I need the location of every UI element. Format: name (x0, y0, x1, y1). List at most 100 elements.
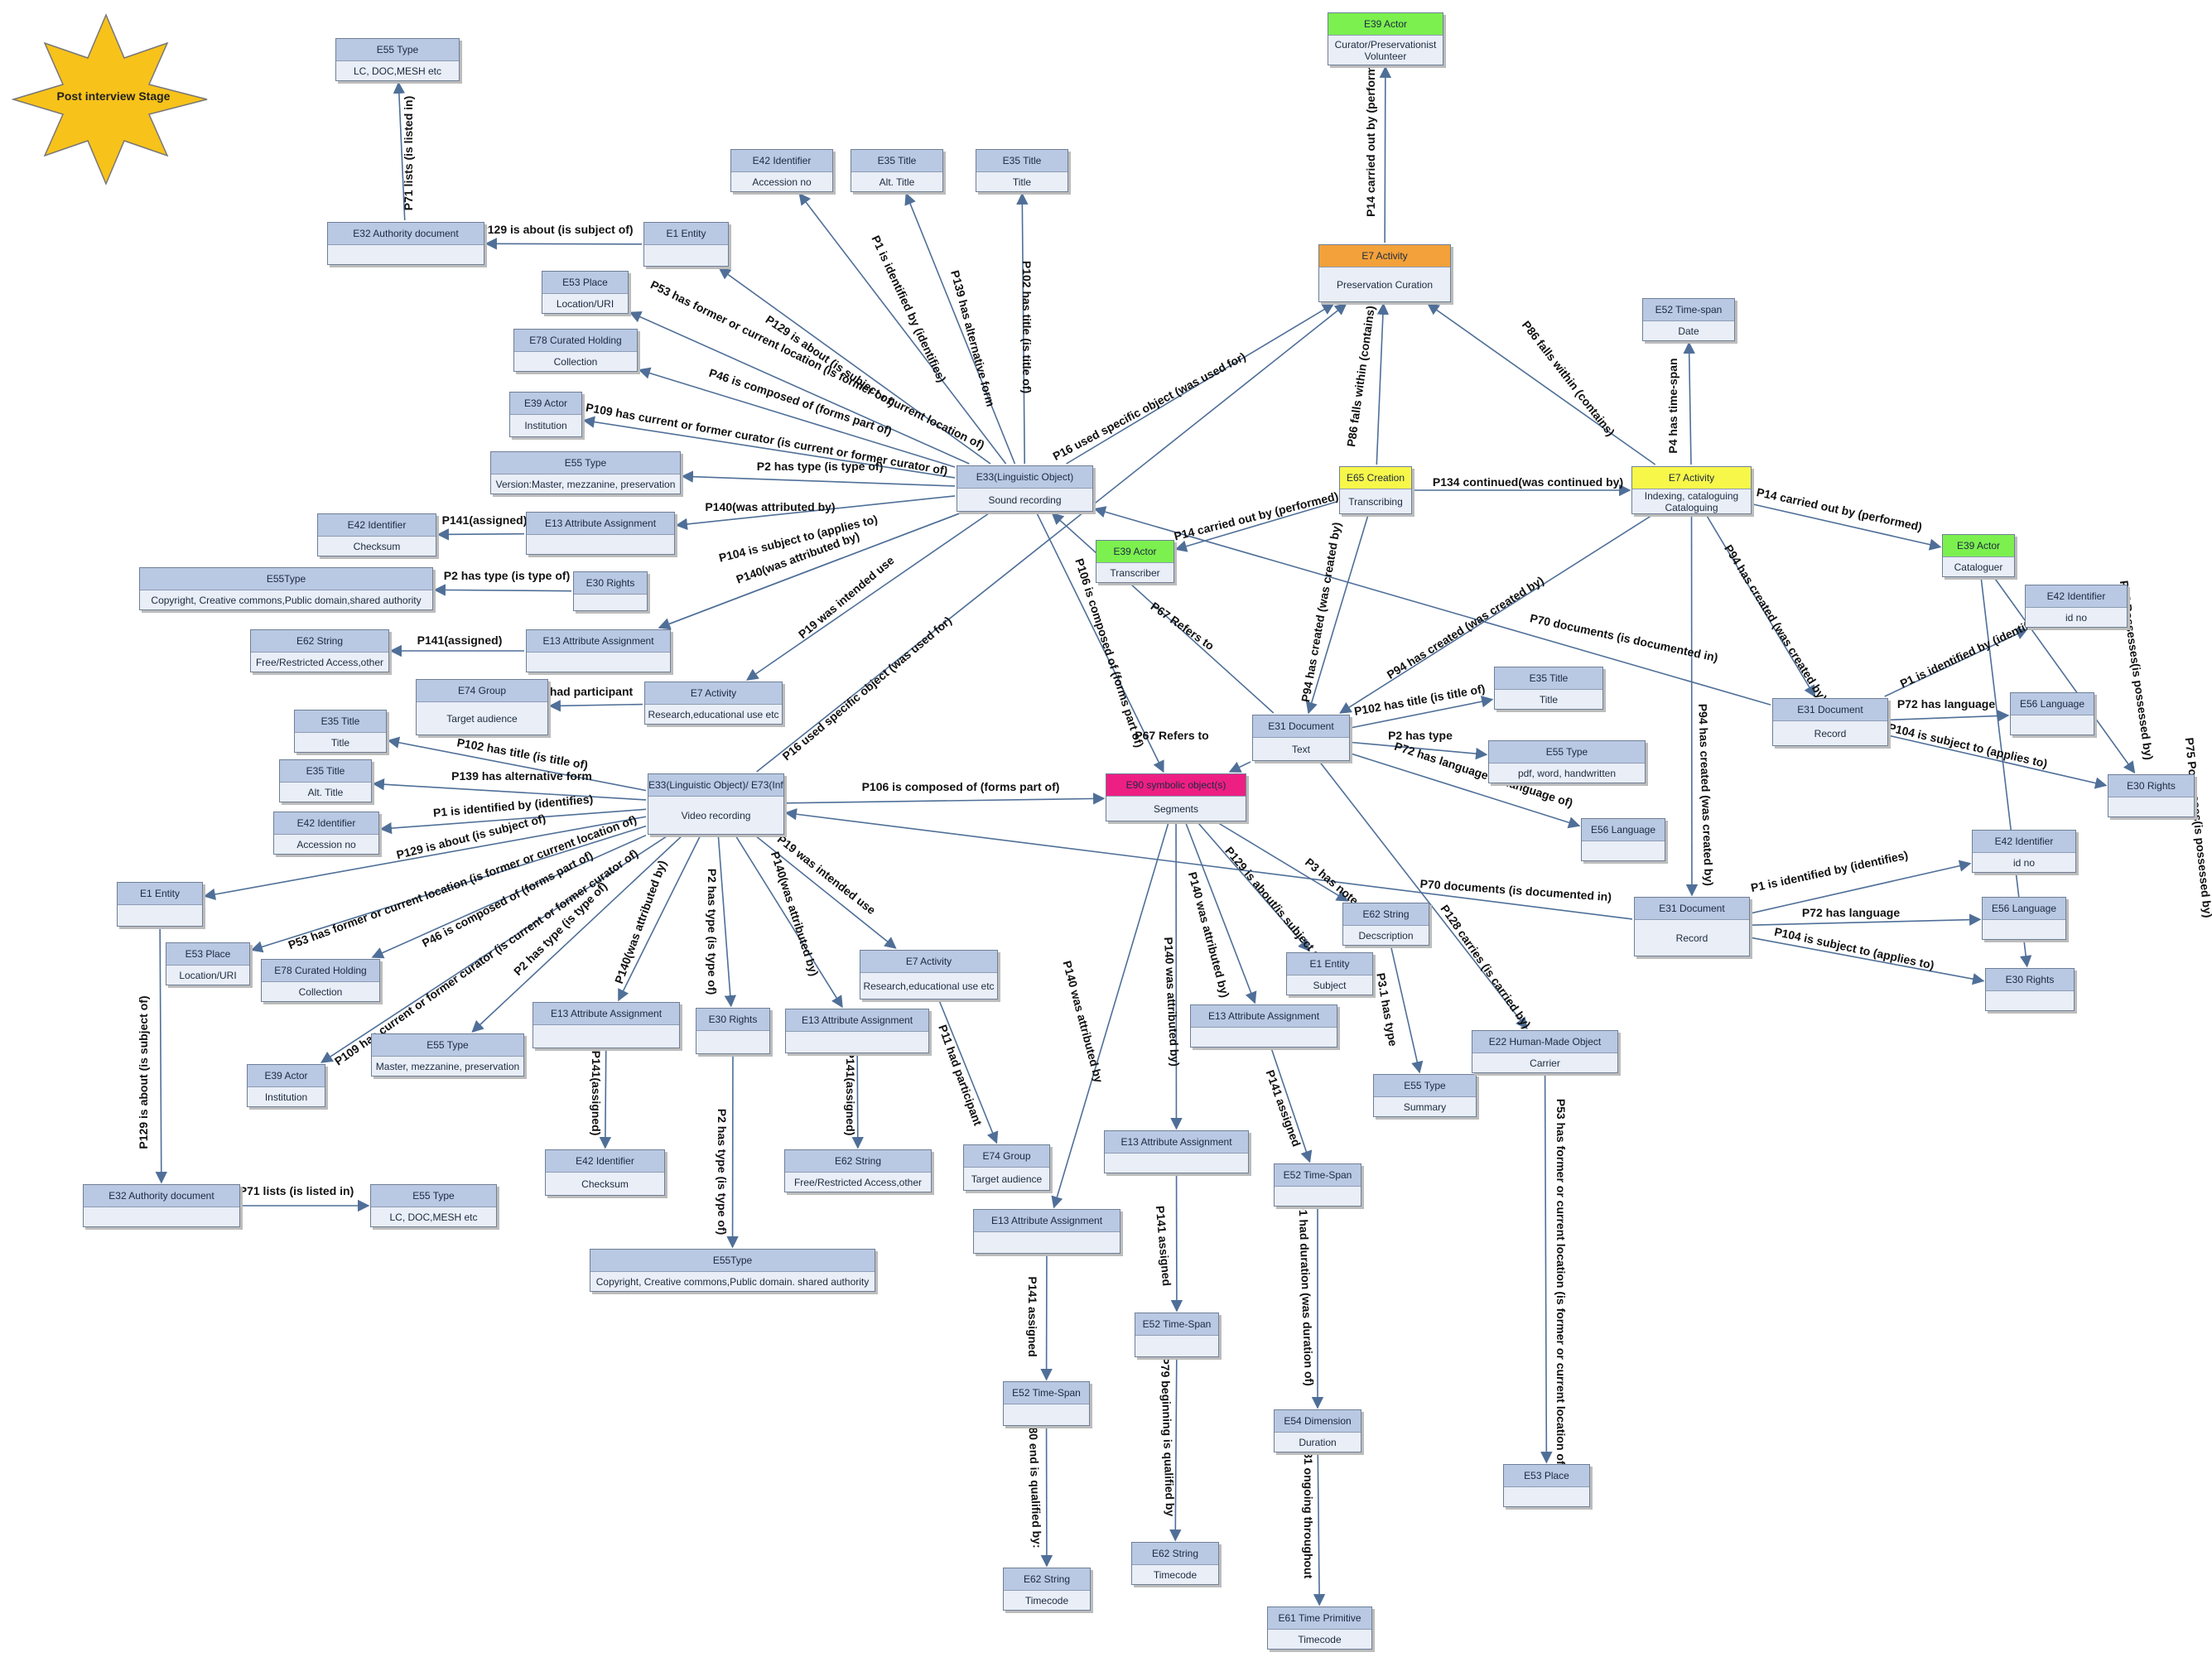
node-vl-e32[interactable]: E32 Authority document (83, 1184, 240, 1227)
edge-label: P2 has type (is type of) (716, 1109, 729, 1235)
node-video[interactable]: E33(Linguistic Object)/ E73(Information … (648, 773, 784, 835)
node-sl-e30[interactable]: E30 Rights (573, 571, 648, 611)
edge-line (638, 367, 956, 468)
edge-line (1319, 762, 1528, 1030)
edge-label: P75 Possesses(is possessed by) (2183, 737, 2212, 918)
node-e90[interactable]: E90 symbolic object(s)Segments (1106, 773, 1246, 821)
node-title: E55 Type (1489, 741, 1645, 763)
edge-label: P3.1 has type (1374, 972, 1400, 1048)
node-s-e13[interactable]: E13 Attribute Assignment (1190, 1004, 1337, 1048)
node-body: Title (1495, 690, 1602, 709)
node-title: E13 Attribute Assignment (786, 1009, 928, 1032)
node-title: E54 Dimension (1275, 1410, 1361, 1433)
node-vl-e13a[interactable]: E13 Attribute Assignment (533, 1002, 680, 1048)
edge-label: P2 has type (1388, 729, 1453, 742)
node-r-e30[interactable]: E30 Rights (2108, 774, 2195, 817)
node-m-e52[interactable]: E52 Time-Span (1135, 1313, 1219, 1357)
edge-line (1752, 503, 1942, 551)
node-body: Institution (510, 415, 581, 436)
edge-line (1889, 710, 2010, 722)
node-title: E42 Identifier (2026, 585, 2127, 608)
node-l-e52[interactable]: E52 Time-Span (1003, 1381, 1090, 1426)
node-body: Checksum (546, 1173, 664, 1195)
node-sl-e13b[interactable]: E13 Attribute Assignment (526, 629, 671, 672)
edge-line (1351, 753, 1581, 829)
node-body: Title (295, 733, 386, 752)
node-title: E55 Type (372, 1034, 523, 1057)
node-title: E55 Type (491, 452, 680, 474)
node-vl-e1[interactable]: E1 Entity (117, 882, 203, 927)
node-vl-e13b[interactable]: E13 Attribute Assignment (785, 1009, 929, 1053)
node-sound[interactable]: E33(Linguistic Object)Sound recording (957, 465, 1093, 512)
node-v2-e56[interactable]: E56 Language (1982, 897, 2066, 940)
node-l-e13[interactable]: E13 Attribute Assignment (973, 1209, 1120, 1254)
edge-label: P71 lists (is listed in) (402, 96, 415, 211)
node-sl-e1[interactable]: E1 Entity (643, 222, 729, 267)
node-title: E53 Place (166, 943, 249, 966)
edge-line (250, 825, 647, 953)
node-s-e52[interactable]: E52 Time-Span (1274, 1163, 1361, 1207)
node-title: E33(Linguistic Object) (957, 466, 1092, 489)
node-v2-e30[interactable]: E30 Rights (1985, 968, 2075, 1011)
node-title: E52 Time-span (1643, 299, 1734, 321)
node-m-e13[interactable]: E13 Attribute Assignment (1104, 1130, 1249, 1173)
edge-line (681, 470, 956, 487)
node-e53p[interactable]: E53 Place (1503, 1464, 1590, 1507)
node-t-e56[interactable]: E56 Language (1581, 818, 1665, 861)
edge-line (1994, 578, 2136, 774)
node-vl-e30[interactable]: E30 Rights (696, 1008, 770, 1054)
node-body: Timecode (1004, 1591, 1090, 1610)
node-sl-e32[interactable]: E32 Authority document (327, 222, 484, 265)
node-r-e56[interactable]: E56 Language (2010, 692, 2094, 735)
node-sl-e13a[interactable]: E13 Attribute Assignment (526, 512, 675, 555)
